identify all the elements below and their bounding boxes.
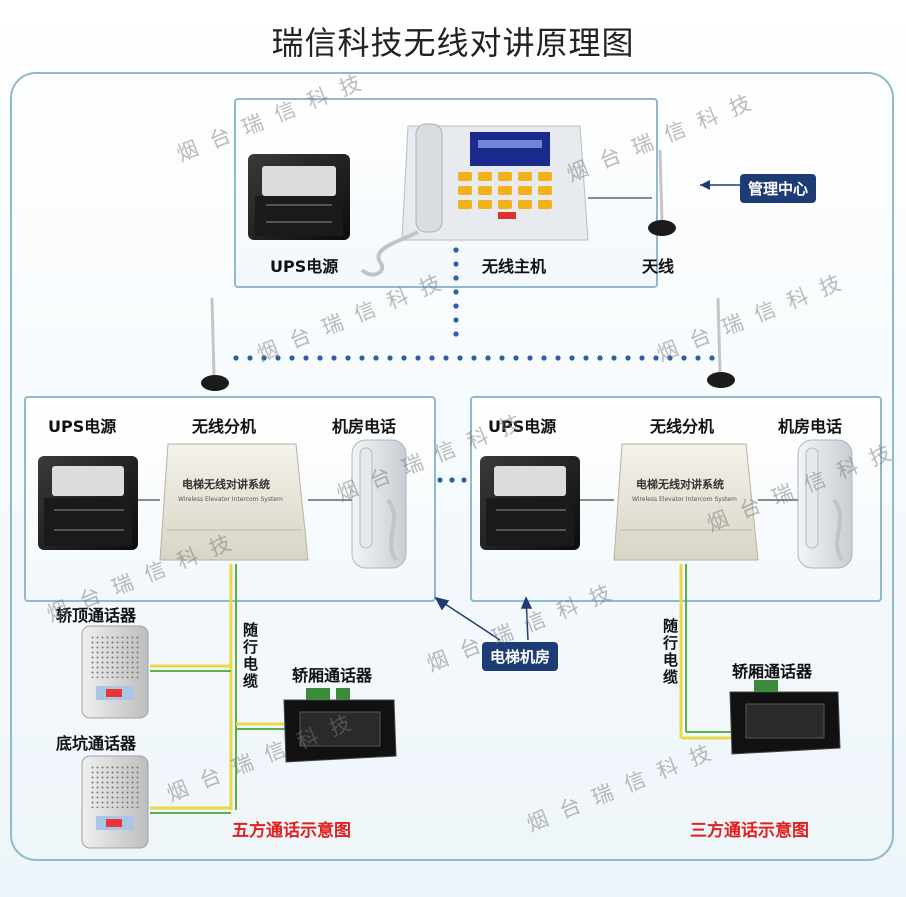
- right-unit-box-text: 电梯无线对讲系统: [636, 478, 724, 491]
- wireless-link-dot: [639, 355, 645, 361]
- wireless-link-dot: [373, 355, 379, 361]
- wireless-link-dot: [429, 355, 435, 361]
- right-unit-label: 无线分机: [650, 417, 715, 436]
- wireless-link-dot: [331, 355, 337, 361]
- wireless-host-device: [360, 123, 652, 277]
- wireless-link-dot: [457, 355, 463, 361]
- wireless-link-dot: [513, 355, 519, 361]
- wireless-link-dot: [709, 355, 715, 361]
- wireless-link-dot: [527, 355, 533, 361]
- left-unit-box-subtext: Wireless Elevator Intercom System: [178, 496, 283, 503]
- right-ups-label: UPS电源: [488, 417, 557, 436]
- car-top-intercom-device: [81, 625, 149, 719]
- wireless-link-dot: [541, 355, 547, 361]
- elevator-room-callout: 电梯机房: [482, 642, 559, 671]
- left-cabin-intercom-device: [283, 688, 397, 763]
- right-branch-antenna: [707, 297, 735, 388]
- left-wireless-unit: [159, 443, 309, 561]
- antenna-label: 天线: [642, 257, 675, 276]
- right-room-phone: [797, 439, 853, 569]
- right-traveling-cable: [679, 564, 732, 740]
- wireless-link-dot: [499, 355, 505, 361]
- right-cable-label: 随行电缆: [661, 618, 679, 686]
- diagram-title: 瑞信科技无线对讲原理图: [271, 24, 635, 62]
- wireless-link-dot: [415, 355, 421, 361]
- pit-intercom-device: [81, 755, 149, 849]
- control-antenna: [648, 149, 740, 236]
- wireless-link-dot: [261, 355, 267, 361]
- three-way-caption: 三方通话示意图: [690, 821, 809, 841]
- wireless-link-dot: [667, 355, 673, 361]
- left-room-phone: [351, 439, 407, 569]
- control-ups-label: UPS电源: [270, 257, 339, 276]
- right-phone-label: 机房电话: [778, 417, 843, 436]
- wireless-link-dot: [317, 355, 323, 361]
- outer-frame: [10, 72, 894, 861]
- five-way-caption: 五方通话示意图: [232, 821, 351, 841]
- wireless-link-dot: [359, 355, 365, 361]
- wireless-link-dot: [583, 355, 589, 361]
- wireless-link-dot: [597, 355, 603, 361]
- wireless-link-dot: [443, 355, 449, 361]
- car-top-intercom-label: 轿顶通话器: [56, 606, 137, 625]
- wireless-link-dot: [275, 355, 281, 361]
- control-ups-device: [248, 154, 350, 240]
- pit-intercom-label: 底坑通话器: [56, 734, 137, 753]
- right-wireless-unit: [613, 443, 759, 561]
- left-ups-label: UPS电源: [48, 417, 117, 436]
- wireless-link-dot: [345, 355, 351, 361]
- left-traveling-cable: [150, 564, 286, 814]
- wireless-link-dot: [625, 355, 631, 361]
- wireless-link-dot: [247, 355, 253, 361]
- right-cabin-intercom-label: 轿厢通话器: [732, 662, 813, 681]
- wireless-link-dot: [289, 355, 295, 361]
- wireless-link-dot: [695, 355, 701, 361]
- wireless-link-dot: [555, 355, 561, 361]
- left-unit-label: 无线分机: [192, 417, 257, 436]
- elevator-room-arrows: [434, 596, 533, 641]
- wireless-link-dot: [611, 355, 617, 361]
- management-center-callout: 管理中心: [740, 174, 817, 203]
- left-cabin-intercom-label: 轿厢通话器: [292, 666, 373, 685]
- wireless-link-dot: [233, 355, 239, 361]
- wireless-link-dot: [387, 355, 393, 361]
- wireless-link-dot: [401, 355, 407, 361]
- wireless-link-dot: [303, 355, 309, 361]
- wireless-link-dot: [653, 355, 659, 361]
- left-phone-label: 机房电话: [332, 417, 397, 436]
- host-label: 无线主机: [482, 257, 547, 276]
- wireless-link-dot: [485, 355, 491, 361]
- wireless-link-dot: [681, 355, 687, 361]
- right-unit-box-subtext: Wireless Elevator Intercom System: [632, 496, 737, 503]
- left-ups-device: [38, 456, 138, 550]
- left-unit-box-text: 电梯无线对讲系统: [182, 478, 270, 491]
- wireless-link: [233, 247, 715, 483]
- left-cable-label: 随行电缆: [241, 622, 259, 690]
- right-ups-device: [480, 456, 580, 550]
- wireless-link-dot: [471, 355, 477, 361]
- wireless-link-dot: [569, 355, 575, 361]
- left-branch-antenna: [201, 297, 229, 391]
- right-cabin-intercom-device: [729, 680, 841, 755]
